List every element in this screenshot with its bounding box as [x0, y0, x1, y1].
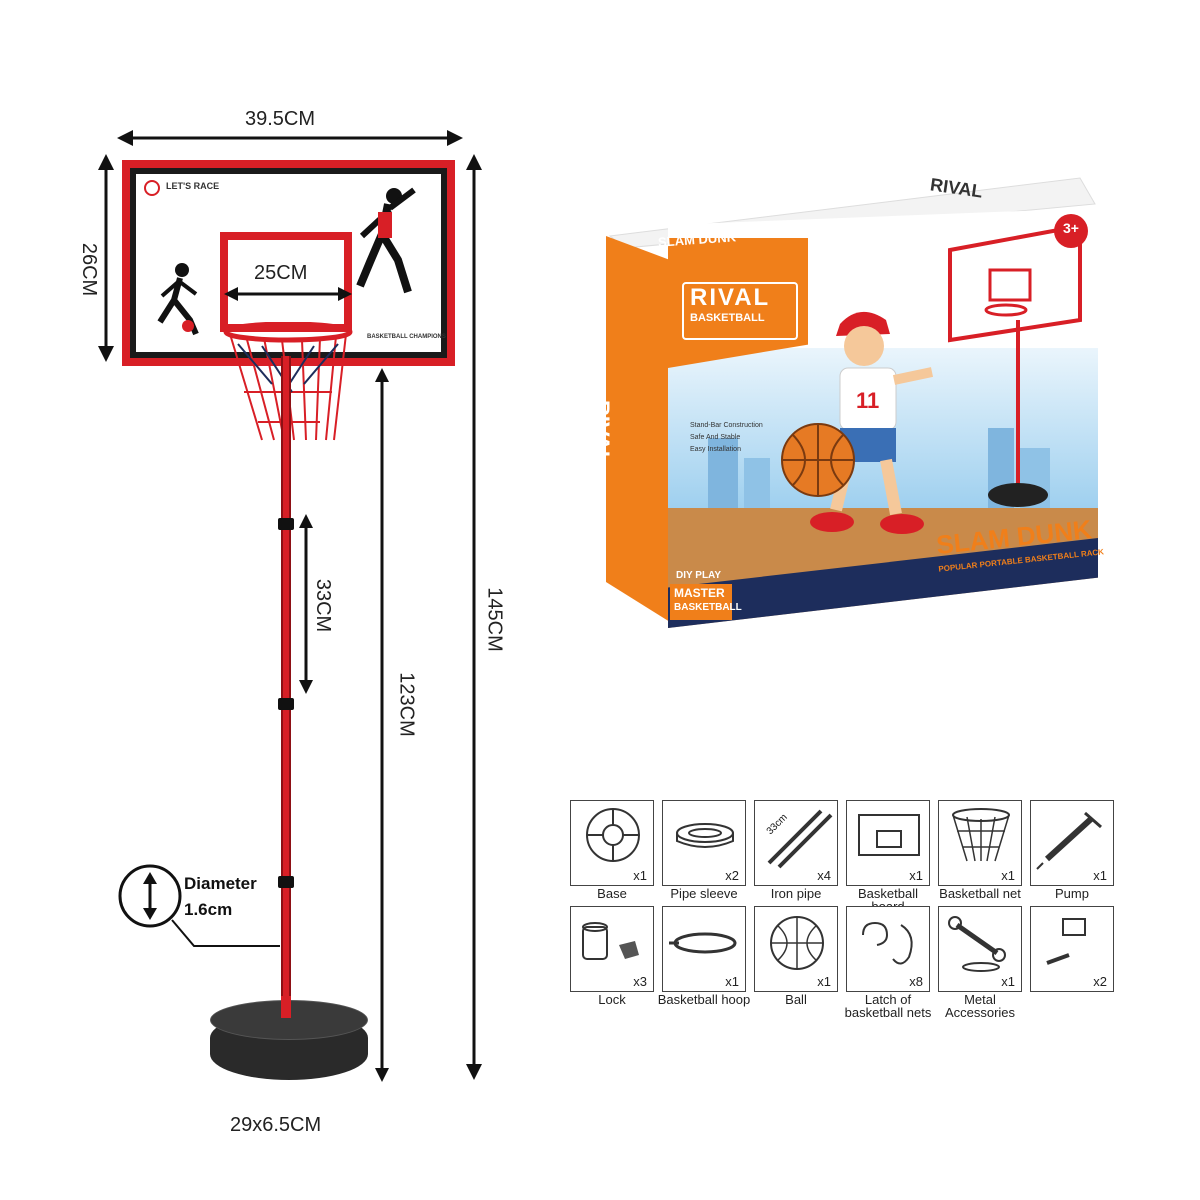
- feature-list: Stand-Bar Construction Safe And Stable E…: [690, 420, 763, 456]
- part-label: Lock: [598, 992, 626, 1007]
- pole-joint: [278, 518, 294, 530]
- hoop-width-label: 25CM: [254, 262, 308, 284]
- pipe-sleeve-icon: [676, 823, 734, 848]
- board-logo-text: LET'S RACE: [166, 181, 220, 191]
- pole-joint: [278, 876, 294, 888]
- part-quantity: x1: [1001, 868, 1015, 883]
- box-side-face: [606, 236, 670, 622]
- brand-panel: [668, 238, 808, 368]
- logo-icon: [144, 180, 160, 196]
- pipe-segment-label: 33CM: [312, 578, 335, 633]
- board-width-arrow: [117, 130, 463, 146]
- part-label: Basketball net: [939, 886, 1021, 901]
- brand-badge: [682, 282, 798, 340]
- rim-height-label: 123CM: [395, 672, 418, 737]
- feature-item: Stand-Bar Construction: [690, 422, 763, 429]
- part-quantity: x2: [1093, 974, 1107, 989]
- lock-icon: [582, 922, 639, 960]
- part-quantity: x1: [817, 974, 831, 989]
- box-brand-sub: BASKETBALL: [690, 312, 765, 324]
- part-label: Ball: [785, 992, 807, 1007]
- box-hoop-illustration: [948, 223, 1082, 507]
- part-cell: x8: [846, 906, 930, 992]
- part-quantity: x1: [1093, 868, 1107, 883]
- wrench-icon: [948, 916, 1006, 972]
- part-label: Pipe sleeve: [670, 886, 738, 901]
- pole-joint: [278, 698, 294, 710]
- ball-icon: [770, 916, 824, 970]
- box-master-line1: MASTER: [674, 586, 725, 600]
- rim-height-arrow: [375, 368, 389, 1082]
- board-width-label: 39.5CM: [245, 108, 316, 130]
- feature-item: Easy Installation: [690, 446, 741, 453]
- board-height-label: 26CM: [78, 242, 101, 297]
- board-height-arrow: [98, 154, 114, 362]
- pump-icon: [1036, 811, 1102, 870]
- part-quantity: x3: [633, 974, 647, 989]
- nut-bolt-icon: [1046, 918, 1086, 965]
- feature-item: Safe And Stable: [690, 434, 741, 441]
- total-height-label: 145CM: [483, 587, 506, 652]
- board-tagline: BASKETBALL CHAMPIONS: [367, 334, 446, 340]
- part-label: Pump: [1055, 886, 1089, 901]
- total-height-arrow: [466, 154, 482, 1080]
- part-cell: x1: [938, 800, 1022, 886]
- hoop-width-arrow: [224, 287, 352, 301]
- iron-pipe-icon: [767, 809, 833, 869]
- part-cell: x1: [846, 800, 930, 886]
- rim-and-net: [223, 322, 353, 441]
- pole-base-socket: [281, 996, 291, 1018]
- part-quantity: x2: [725, 868, 739, 883]
- part-cell: x3: [570, 906, 654, 992]
- target-square: [220, 232, 352, 332]
- part-cell: x1: [1030, 800, 1114, 886]
- board-icon: [858, 814, 920, 856]
- base-icon: [586, 808, 640, 862]
- svg-text:11: 11: [856, 388, 879, 413]
- part-quantity: x1: [909, 868, 923, 883]
- master-badge: [670, 584, 732, 620]
- part-cell: x1: [754, 906, 838, 992]
- part-label: Latch of basketball nets: [844, 992, 932, 1020]
- diameter-label: Diameter: [184, 874, 257, 893]
- part-label: Iron pipe: [770, 886, 822, 901]
- part-quantity: x1: [1001, 974, 1015, 989]
- hoop-icon: [669, 932, 737, 954]
- box-master-line2: BASKETBALL: [674, 602, 742, 613]
- part-cell: x1: [662, 906, 746, 992]
- age-badge: 3+: [1054, 214, 1088, 248]
- dunk-player-icon: [356, 187, 416, 294]
- part-cell: x1: [570, 800, 654, 886]
- part-quantity: x4: [817, 868, 831, 883]
- basketball-icon: [781, 423, 855, 497]
- pipe-segment-arrow: [299, 514, 313, 694]
- box-side-brand: RIVAL: [589, 400, 614, 465]
- part-label: Basketball hoop: [657, 992, 751, 1007]
- base-size-label: 29x6.5CM: [230, 1114, 322, 1136]
- box-brand: RIVAL: [690, 284, 771, 311]
- box-diy-play: DIY PLAY: [676, 570, 722, 581]
- diameter-value: 1.6cm: [184, 900, 233, 919]
- latch-icon: [862, 921, 913, 965]
- part-quantity: x1: [725, 974, 739, 989]
- part-label: Base: [597, 886, 627, 901]
- part-cell: x1: [938, 906, 1022, 992]
- part-quantity: x8: [909, 974, 923, 989]
- part-quantity: x1: [633, 868, 647, 883]
- part-cell: x2: [662, 800, 746, 886]
- pole: [281, 356, 291, 1024]
- net-icon: [952, 808, 1010, 862]
- part-cell: x2: [1030, 906, 1114, 992]
- diameter-callout: [118, 864, 280, 947]
- dribble-player-icon: [157, 263, 199, 336]
- part-label: Metal Accessories: [944, 992, 1016, 1020]
